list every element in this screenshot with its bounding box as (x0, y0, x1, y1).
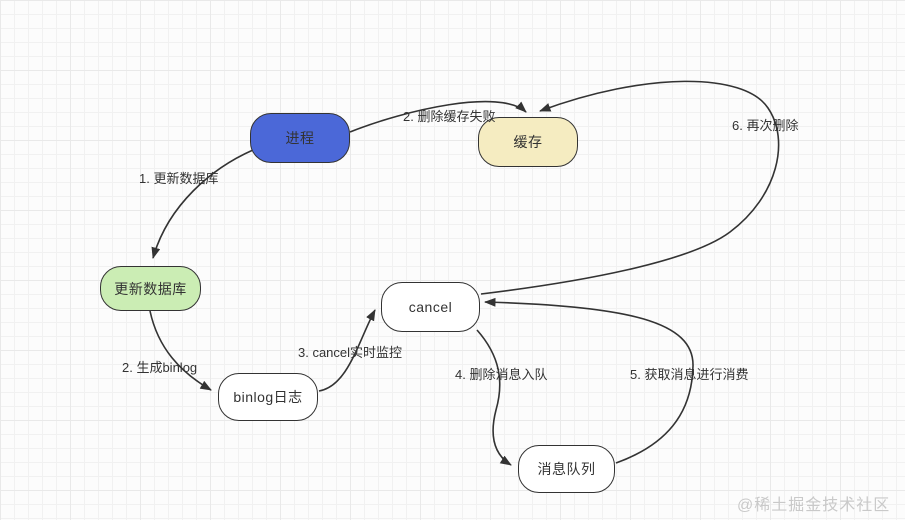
edge-label-cancel-to-mq: 4. 删除消息入队 (455, 367, 548, 382)
node-binlog: binlog日志 (218, 373, 318, 421)
edge-binlog-to-cancel (318, 309, 376, 392)
node-update-db: 更新数据库 (100, 266, 201, 311)
edge-label-process-to-updatedb: 1. 更新数据库 (139, 171, 219, 186)
edge-cancel-to-mq (476, 329, 512, 466)
edge-label-mq-to-cancel: 5. 获取消息进行消费 (630, 367, 749, 382)
node-process: 进程 (250, 113, 350, 163)
edge-cancel-to-cache (480, 80, 780, 295)
edge-label-binlog-to-cancel: 3. cancel实时监控 (298, 345, 403, 360)
node-cache: 缓存 (478, 117, 578, 167)
edge-process-to-cache (349, 100, 527, 133)
node-cancel: cancel (381, 282, 480, 332)
node-mq: 消息队列 (518, 445, 615, 493)
edge-label-process-to-cache: 2. 删除缓存失败 (403, 109, 496, 124)
edge-updatedb-to-binlog (149, 310, 212, 391)
edge-label-updatedb-to-binlog: 2. 生成binlog (122, 360, 198, 375)
edge-label-cancel-to-cache: 6. 再次删除 (732, 118, 799, 133)
edge-process-to-updatedb (151, 149, 254, 259)
edge-mq-to-cancel (484, 297, 694, 464)
watermark: @稀土掘金技术社区 (737, 497, 891, 514)
